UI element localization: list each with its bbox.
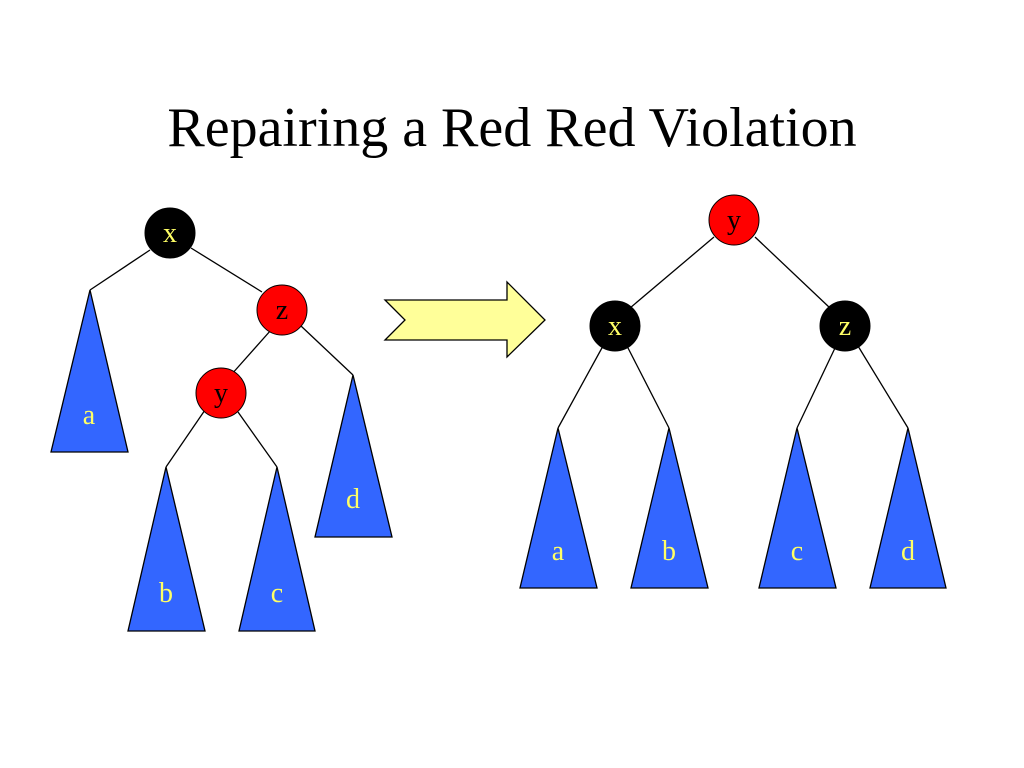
node-label-y: y — [727, 205, 741, 236]
after-subtree-d: d — [869, 427, 947, 589]
node-label-y: y — [214, 378, 228, 409]
subtree-label-c: c — [271, 578, 283, 609]
before-node-y: y — [195, 367, 247, 419]
node-label-z: z — [839, 311, 851, 342]
edge-y-c — [237, 411, 278, 468]
edge-y-z — [754, 236, 831, 309]
node-label-x: x — [163, 218, 177, 249]
right-arrow-icon — [383, 280, 546, 359]
edge-x-z — [190, 247, 263, 293]
subtree-label-c: c — [791, 536, 803, 567]
node-label-z: z — [276, 295, 288, 326]
node-label-x: x — [608, 311, 622, 342]
subtree-label-a: a — [83, 400, 96, 431]
subtree-label-a: a — [552, 536, 565, 567]
subtree-label-d: d — [901, 536, 915, 567]
after-node-z: z — [819, 300, 871, 352]
before-node-x: x — [144, 207, 196, 259]
after-subtree-b: b — [630, 427, 709, 589]
before-subtree-c: c — [238, 466, 316, 632]
before-tree: a b c d x z y — [50, 207, 393, 632]
before-subtree-b: b — [127, 466, 206, 632]
edge-x-b — [626, 345, 670, 429]
slide-title: Repairing a Red Red Violation — [167, 97, 857, 159]
before-node-z: z — [256, 284, 308, 336]
before-subtree-a: a — [50, 289, 129, 453]
after-node-y: y — [708, 194, 760, 246]
edge-z-c — [796, 347, 836, 429]
edge-z-d — [857, 345, 909, 429]
edge-x-a — [89, 249, 151, 291]
before-subtree-d: d — [314, 374, 393, 538]
after-subtree-a: a — [519, 427, 598, 589]
after-subtree-c: c — [758, 427, 837, 589]
edge-y-b — [165, 409, 206, 468]
edge-x-a — [557, 345, 604, 429]
after-tree: a b c d y x z — [519, 194, 947, 589]
before-edges — [89, 247, 354, 468]
edge-y-x — [629, 236, 715, 309]
subtree-label-b: b — [159, 578, 173, 609]
edge-z-d — [300, 325, 354, 376]
subtree-label-b: b — [662, 536, 676, 567]
after-node-x: x — [589, 300, 641, 352]
subtree-label-d: d — [346, 484, 360, 515]
after-edges — [557, 236, 909, 429]
edge-z-y — [230, 329, 272, 376]
